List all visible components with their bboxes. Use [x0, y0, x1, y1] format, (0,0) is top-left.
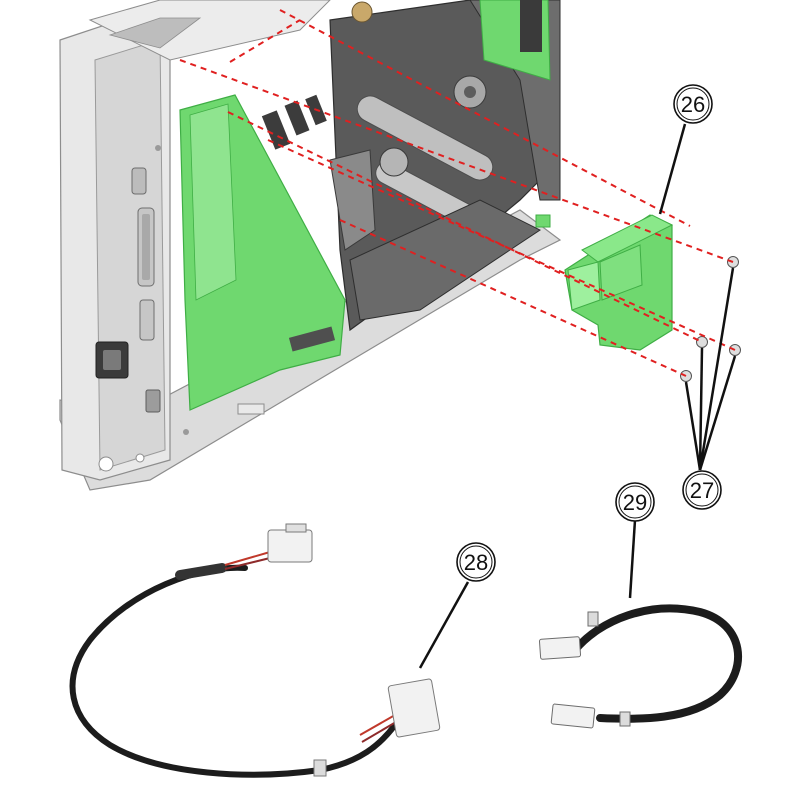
- cable-28-wire-colored: [361, 721, 397, 743]
- cable-28-wire-colored: [224, 557, 271, 570]
- mechanism-lower-plate: [349, 199, 541, 321]
- guide-line: [229, 19, 301, 63]
- callout-26: 26: [673, 84, 713, 124]
- main-pcb: [179, 94, 346, 415]
- roller-hub: [379, 147, 409, 177]
- chassis-screw-hole: [98, 456, 114, 472]
- cable-28-wire-colored: [224, 551, 271, 566]
- chassis-screw-hole: [135, 453, 145, 463]
- cable-part-28: [69, 523, 441, 778]
- sub-pcb-connector-block: [567, 261, 601, 311]
- leader-27-b: [698, 347, 704, 471]
- leader-27-c: [698, 355, 737, 471]
- roller-hub-inner: [464, 86, 476, 98]
- power-inlet-socket: [103, 350, 121, 370]
- mechanism-gear: [351, 1, 373, 23]
- callout-29: 29: [615, 482, 655, 522]
- parallel-port-inner: [142, 214, 150, 280]
- serial-port: [131, 167, 147, 195]
- cable-28-wire: [69, 564, 398, 778]
- cable-29-connector-bottom: [550, 703, 596, 729]
- chassis-screw-hole: [183, 429, 189, 435]
- sub-pcb-part-26: [564, 214, 674, 351]
- guide-line: [267, 139, 736, 351]
- chassis-screw-hole: [155, 145, 161, 151]
- leader-28: [418, 581, 470, 669]
- cable-29-connector-top: [538, 636, 582, 660]
- cable-28-connector-top-lip: [285, 523, 307, 533]
- cable-28-connector-top: [267, 529, 313, 563]
- callout-27-label: 27: [690, 478, 714, 503]
- screw: [729, 344, 741, 356]
- cable-28-tie: [313, 759, 327, 777]
- chassis-top-frame-slot: [108, 17, 202, 49]
- cable-29-tie: [587, 611, 599, 627]
- assembly-guide-lines: [179, 9, 736, 377]
- callout-27: 27: [682, 470, 722, 510]
- main-pcb-chip: [237, 403, 265, 415]
- mechanism-connector: [520, 0, 542, 52]
- mechanism-small-board: [535, 214, 551, 228]
- lan-port: [145, 389, 161, 413]
- main-pcb-component: [189, 103, 237, 301]
- leader-lines: [418, 123, 737, 669]
- mechanism-guide: [329, 149, 376, 251]
- usb-port: [139, 299, 155, 341]
- print-mechanism: [329, 0, 561, 332]
- main-pcb-header: [261, 110, 291, 150]
- leader-27-d: [684, 381, 702, 471]
- screw: [696, 336, 708, 348]
- callout-28-label: 28: [464, 550, 488, 575]
- callout-26-label: 26: [681, 92, 705, 117]
- leader-29: [628, 519, 637, 599]
- callout-29-label: 29: [623, 490, 647, 515]
- main-pcb-header: [284, 100, 310, 136]
- cable-29-tie: [619, 711, 631, 727]
- sub-pcb-connector-block: [599, 244, 643, 301]
- leader-26: [658, 123, 687, 215]
- guide-line: [279, 9, 691, 227]
- guide-line: [339, 219, 687, 377]
- sub-pcb-top-face: [581, 214, 674, 263]
- cable-part-29: [538, 604, 743, 729]
- main-pcb-chip: [288, 326, 336, 352]
- cable-29-wire: [571, 604, 743, 723]
- cable-28-connector-bottom: [387, 678, 441, 738]
- cable-28-wire-sleeve: [175, 563, 227, 580]
- cable-28-wire-colored: [359, 714, 396, 736]
- leader-27-a: [698, 267, 735, 471]
- callout-28: 28: [456, 542, 496, 582]
